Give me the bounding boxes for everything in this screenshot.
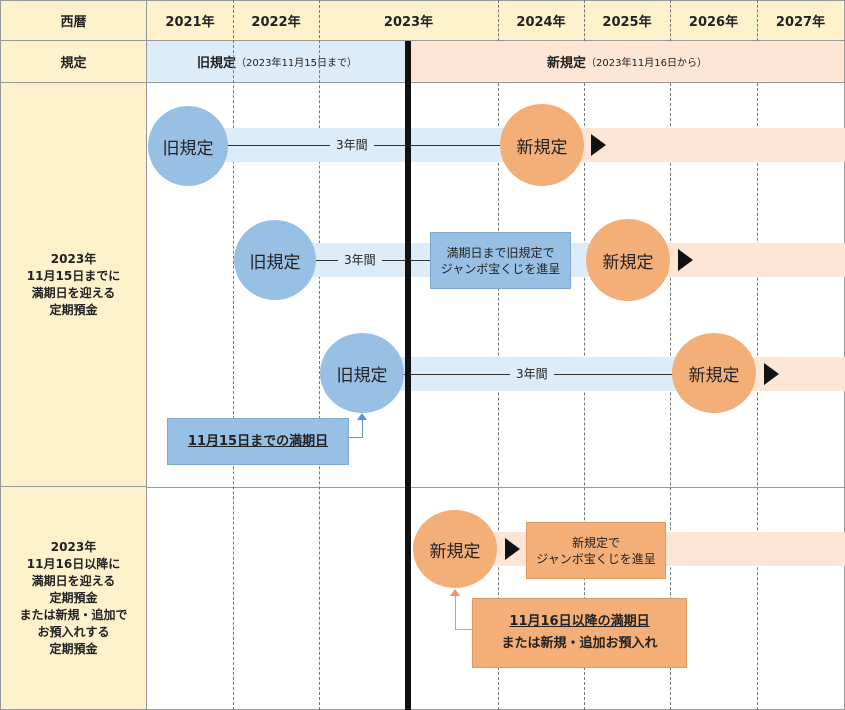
row2-label-line: お預入れする bbox=[37, 624, 110, 639]
gridline bbox=[584, 0, 585, 41]
year-2022-cell: 2022年 bbox=[233, 0, 319, 41]
new-rule-circle: 新規定 bbox=[413, 510, 497, 588]
callout-connector bbox=[362, 416, 363, 438]
row2-label-line: 11月16日以降に bbox=[26, 556, 121, 571]
gridline bbox=[233, 0, 234, 710]
rule-label-cell: 規定 bbox=[0, 41, 147, 83]
year-2027-cell: 2027年 bbox=[757, 0, 845, 41]
year-2024-cell: 2024年 bbox=[498, 0, 584, 41]
old-rule-period: （2023年11月15日まで） bbox=[236, 58, 357, 69]
gridline bbox=[498, 0, 499, 41]
row1-label-line: 2023年 bbox=[50, 251, 97, 266]
gridline bbox=[498, 83, 499, 710]
row2-label-line: 2023年 bbox=[50, 539, 97, 554]
arrow-up-icon bbox=[357, 413, 367, 420]
note-line: ジャンボ宝くじを進呈 bbox=[536, 551, 656, 566]
year-label: 2022年 bbox=[251, 15, 301, 30]
header-era-label: 西暦 bbox=[60, 15, 87, 30]
note-line: 新規定で bbox=[571, 535, 620, 550]
note-line: 11月15日までの満期日 bbox=[187, 433, 329, 449]
old-rule-circle: 旧規定 bbox=[320, 333, 404, 413]
new-period-band bbox=[540, 128, 845, 162]
gridline bbox=[319, 0, 320, 710]
gridline bbox=[584, 83, 585, 710]
row1-label-line: 満期日を迎える bbox=[31, 285, 116, 300]
arrow-right-icon bbox=[764, 363, 779, 385]
note-line: 11月16日以降の満期日 bbox=[509, 614, 650, 629]
header-era-cell: 西暦 bbox=[0, 0, 147, 41]
row2-label-line: 定期預金 bbox=[49, 590, 98, 605]
rule-change-divider bbox=[405, 41, 411, 710]
new-rule-circle: 新規定 bbox=[672, 333, 756, 413]
arrow-right-icon bbox=[678, 249, 693, 271]
gridline bbox=[670, 0, 671, 41]
arrow-right-icon bbox=[591, 134, 606, 156]
new-rule-circle: 新規定 bbox=[586, 219, 670, 301]
year-label: 2021年 bbox=[165, 15, 215, 30]
after-nov16-note: 11月16日以降の満期日 または新規・追加お預入れ bbox=[472, 598, 687, 668]
year-label: 2024年 bbox=[516, 15, 566, 30]
row2-label-line: または新規・追加で bbox=[19, 607, 128, 622]
year-label: 2023年 bbox=[383, 15, 434, 30]
rule-label: 規定 bbox=[60, 56, 87, 71]
arrow-up-icon bbox=[450, 589, 460, 596]
year-2026-cell: 2026年 bbox=[670, 0, 757, 41]
row2-label-line: 定期預金 bbox=[49, 641, 98, 656]
year-2023-cell: 2023年 bbox=[319, 0, 498, 41]
old-rule-circle: 旧規定 bbox=[148, 106, 228, 186]
row2-label-cell: 2023年 11月16日以降に 満期日を迎える 定期預金 または新規・追加で お… bbox=[0, 487, 147, 710]
old-rule-header: 旧規定 （2023年11月15日まで） bbox=[147, 41, 407, 83]
new-rule-circle: 新規定 bbox=[500, 104, 584, 186]
callout-connector bbox=[346, 437, 362, 438]
old-rule-circle: 旧規定 bbox=[234, 220, 316, 300]
row-separator bbox=[147, 487, 845, 488]
row1-label-line: 11月15日までに bbox=[26, 268, 121, 283]
duration-label: 3年間 bbox=[330, 137, 374, 153]
new-lottery-note: 新規定で ジャンボ宝くじを進呈 bbox=[526, 522, 666, 579]
callout-connector bbox=[455, 629, 473, 630]
new-rule-header: 新規定 （2023年11月16日から） bbox=[410, 41, 845, 83]
row1-label-cell: 2023年 11月15日までに 満期日を迎える 定期預金 bbox=[0, 83, 147, 487]
year-label: 2026年 bbox=[688, 15, 739, 30]
year-label: 2025年 bbox=[602, 15, 652, 30]
new-rule-title: 新規定 bbox=[547, 56, 587, 71]
gridline bbox=[757, 0, 758, 41]
old-lottery-note: 満期日まで旧規定で ジャンボ宝くじを進呈 bbox=[430, 232, 571, 289]
note-line: ジャンボ宝くじを進呈 bbox=[440, 261, 561, 276]
year-2025-cell: 2025年 bbox=[584, 0, 670, 41]
duration-label: 3年間 bbox=[338, 252, 382, 268]
old-rule-title: 旧規定 bbox=[197, 56, 237, 71]
gridline bbox=[670, 83, 671, 710]
row2-label-line: 満期日を迎える bbox=[31, 573, 116, 588]
year-label: 2027年 bbox=[775, 15, 826, 30]
until-nov15-note: 11月15日までの満期日 bbox=[167, 418, 349, 465]
year-2021-cell: 2021年 bbox=[147, 0, 233, 41]
note-line: 満期日まで旧規定で bbox=[446, 245, 555, 260]
callout-connector bbox=[455, 592, 456, 630]
note-line: または新規・追加お預入れ bbox=[501, 636, 658, 651]
arrow-right-icon bbox=[505, 538, 520, 560]
new-rule-period: （2023年11月16日から） bbox=[586, 58, 707, 69]
gridline bbox=[757, 83, 758, 710]
row1-label-line: 定期預金 bbox=[49, 302, 98, 317]
duration-label: 3年間 bbox=[510, 366, 554, 382]
